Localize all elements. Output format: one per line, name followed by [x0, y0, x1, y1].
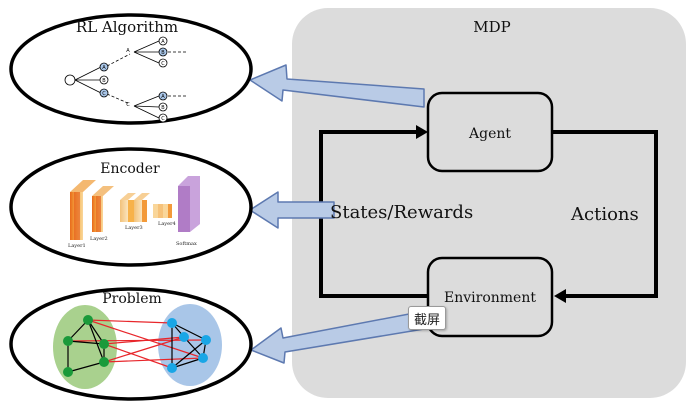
rl-mid-node-c: C	[102, 91, 106, 97]
rl-mid-node-b: B	[102, 78, 106, 84]
states-rewards-label: States/Rewards	[330, 202, 473, 223]
screenshot-tooltip-badge[interactable]: 截屏	[408, 306, 446, 330]
rl-leaf-bottom-b: B	[161, 105, 165, 111]
agent-box	[426, 91, 554, 173]
environment-box	[426, 256, 554, 338]
encoder-layer-label-3: Layer3	[125, 225, 143, 231]
arrow-to-problem	[250, 309, 431, 364]
encoder-layer-label-1: Layer1	[68, 243, 86, 249]
rl-algorithm-title: RL Algorithm	[76, 18, 178, 36]
rl-leaf-top-b: B	[161, 50, 165, 56]
rl-mid-node-a: A	[102, 65, 106, 71]
mdp-region	[292, 8, 686, 398]
encoder-network-illustration: Layer1 Layer2 Layer3 Layer4 Softmax	[68, 176, 200, 249]
mdp-title: MDP	[473, 18, 510, 36]
loop-arrowhead-to-agent	[416, 125, 428, 139]
rl-branch-label-c: C	[126, 102, 130, 108]
problem-title: Problem	[102, 291, 162, 307]
actions-loop-edge	[552, 130, 658, 298]
problem-blue-graph	[167, 318, 211, 373]
actions-label: Actions	[570, 204, 639, 225]
problem-cluster-blue	[158, 304, 222, 386]
problem-green-graph	[63, 315, 109, 377]
environment-label: Environment	[444, 290, 536, 306]
arrow-to-encoder	[249, 191, 335, 229]
rl-leaf-top-a: A	[161, 39, 165, 45]
encoder-title: Encoder	[100, 161, 160, 177]
agent-label: Agent	[468, 126, 511, 142]
rl-algorithm-panel	[9, 13, 253, 125]
encoder-layer-label-4: Layer4	[158, 221, 176, 227]
encoder-layer-label-2: Layer2	[90, 236, 108, 242]
encoder-layer-label-softmax: Softmax	[176, 241, 197, 247]
rl-leaf-bottom-a: A	[161, 94, 165, 100]
arrow-to-rl-algorithm	[249, 64, 425, 108]
rl-leaf-top-c: C	[161, 61, 165, 67]
rl-search-tree	[64, 36, 186, 123]
rl-leaf-bottom-c: C	[161, 116, 165, 122]
loop-arrowhead-to-environment	[554, 289, 566, 303]
rl-branch-label-a: A	[126, 48, 130, 54]
